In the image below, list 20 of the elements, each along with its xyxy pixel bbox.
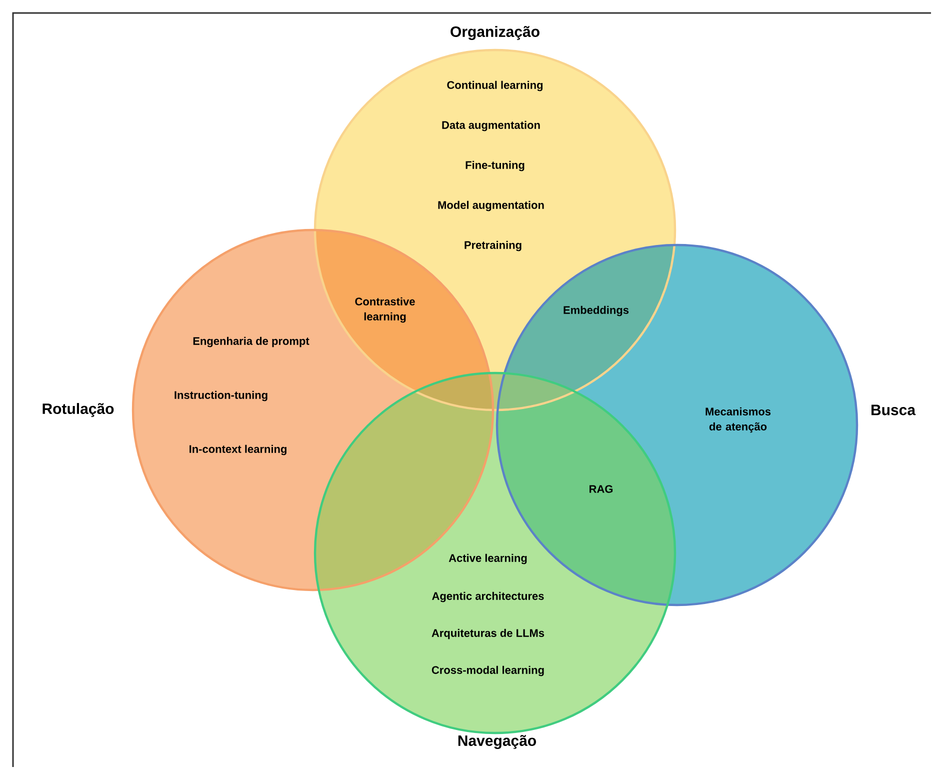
item-text: Arquiteturas de LLMs — [432, 628, 544, 640]
circle-heading: Navegação — [458, 735, 536, 749]
item-text: Contrastive learning — [355, 297, 415, 323]
item-text: Cross-modal learning — [432, 666, 544, 676]
circle-heading: Rotulação — [42, 403, 114, 417]
item-text: Fine-tuning — [466, 160, 524, 172]
item-text: RAG — [590, 485, 613, 493]
item-text: Engenharia de prompt — [193, 336, 310, 348]
item-text: Continual learning — [447, 80, 543, 92]
item-text: Active learning — [448, 554, 527, 564]
item-text: Embeddings — [564, 306, 629, 316]
item-text: In-context learning — [190, 444, 286, 456]
item-text: Mecanismos de atenção — [706, 407, 771, 433]
item-text: Instruction-tuning — [174, 390, 268, 402]
circle-heading: Organização — [450, 26, 540, 40]
item-text: Data augmentation — [442, 120, 540, 132]
item-text: Agentic architectures — [432, 592, 544, 602]
item-text: Model augmentation — [438, 200, 544, 212]
circle-heading: Busca — [872, 404, 916, 416]
item-text: Pretraining — [464, 240, 522, 252]
